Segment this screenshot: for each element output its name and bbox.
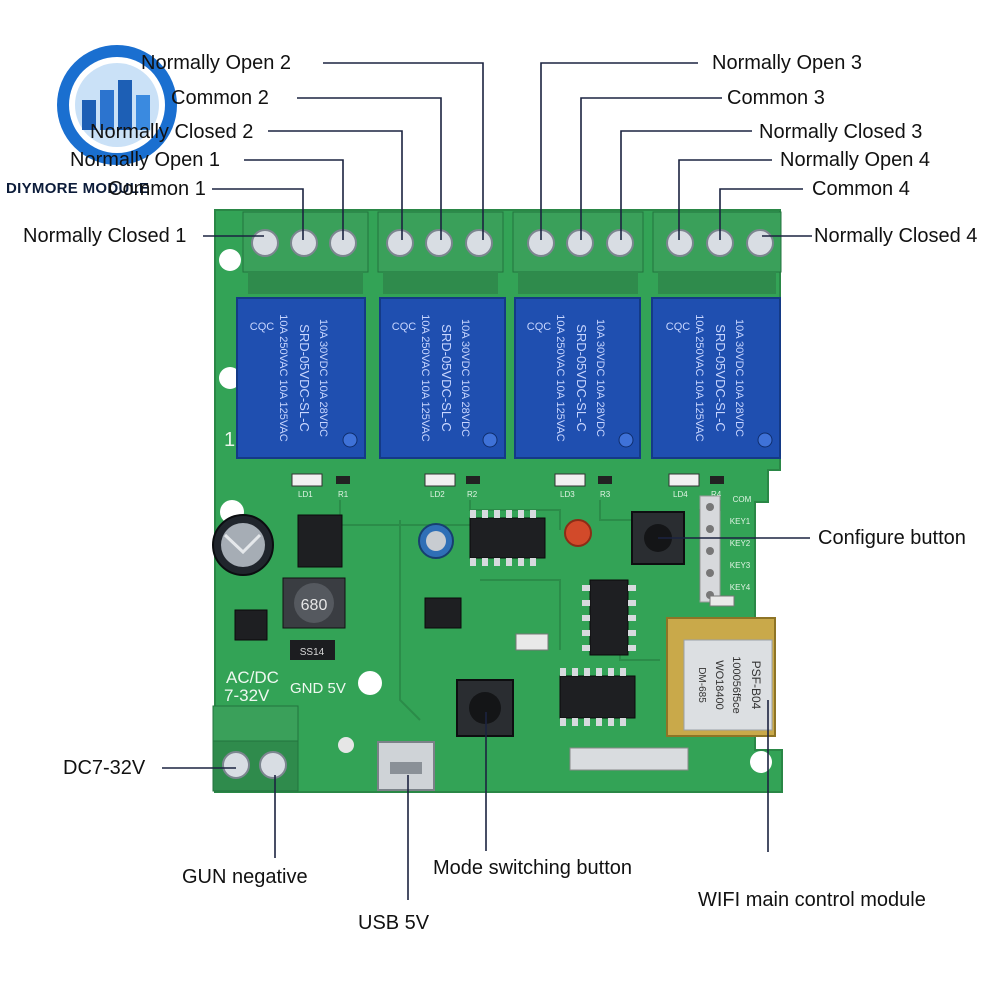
silk-voltage: 7-32V	[224, 686, 270, 705]
silk-key-label: KEY2	[730, 539, 751, 548]
silk-led-label: LD3	[560, 490, 575, 499]
module-text: DM-685	[696, 667, 707, 703]
silk-led-label: LD1	[298, 490, 313, 499]
mount-hole	[750, 751, 772, 773]
capacitor-small	[418, 523, 454, 559]
relay-model-text: SRD-05VDC-SL-C	[713, 324, 728, 432]
label-gun-negative: GUN negative	[182, 866, 308, 888]
mode-button-part	[456, 679, 514, 737]
header-pins: COM KEY1 KEY2 KEY3 KEY4	[699, 495, 752, 603]
relay-rating-text: 10A 250VAC 10A 125VAC	[693, 314, 705, 441]
label-normally-closed-4: Normally Closed 4	[814, 225, 978, 247]
relay-4: SRD-05VDC-SL-C 10A 250VAC 10A 125VAC 10A…	[651, 297, 781, 459]
relay-cert-text: CQC	[250, 321, 275, 333]
label-common-1: Common 1	[108, 178, 206, 200]
label-configure-button: Configure button	[818, 527, 966, 549]
relay-cert-text: CQC	[527, 321, 552, 333]
label-common-4: Common 4	[812, 178, 910, 200]
relay-model-text: SRD-05VDC-SL-C	[297, 324, 312, 432]
pad	[338, 737, 354, 753]
brand-name: DIYMORE MODULE	[6, 180, 150, 197]
relay-rating-text: 10A 30VDC 10A 28VDC	[317, 319, 329, 437]
silk-key-label: KEY4	[730, 583, 751, 592]
relay-3: SRD-05VDC-SL-C 10A 250VAC 10A 125VAC 10A…	[514, 297, 641, 459]
led-row: LD1 R1 LD2 R2 LD3 R3 LD4 R4	[291, 473, 724, 499]
diode-code: SS14	[300, 647, 325, 658]
mount-hole	[219, 249, 241, 271]
label-common-3: Common 3	[727, 87, 825, 109]
label-normally-open-4: Normally Open 4	[780, 149, 931, 171]
capacitor-large	[212, 514, 274, 576]
label-usb-5v: USB 5V	[358, 912, 430, 934]
silk-res-label: R3	[600, 490, 611, 499]
label-common-2: Common 2	[171, 87, 269, 109]
power-terminal	[212, 705, 299, 792]
terminal-block-3	[512, 211, 644, 294]
label-normally-open-3: Normally Open 3	[712, 52, 863, 74]
relay-rating-text: 10A 30VDC 10A 28VDC	[594, 319, 606, 437]
module-text: WO18400	[713, 660, 725, 710]
leader-lines	[162, 62, 812, 900]
diymore-logo-icon	[57, 45, 177, 165]
mount-hole	[358, 671, 382, 695]
inductor: 680	[282, 577, 346, 629]
relay-rating-text: 10A 30VDC 10A 28VDC	[459, 319, 471, 437]
ic-pins	[470, 510, 636, 726]
diode: SS14	[290, 640, 335, 660]
relay-model-text: SRD-05VDC-SL-C	[574, 324, 589, 432]
silk-key-label: KEY1	[730, 517, 751, 526]
silk-res-label: R1	[338, 490, 349, 499]
label-normally-closed-2: Normally Closed 2	[90, 121, 254, 143]
silk-one: 1	[224, 429, 235, 451]
relay-2: SRD-05VDC-SL-C 10A 250VAC 10A 125VAC 10A…	[379, 297, 506, 459]
ic-chips	[234, 514, 636, 719]
mount-hole	[219, 367, 241, 389]
label-dc-input: DC7-32V	[63, 757, 146, 779]
silk-acdc: AC/DC	[226, 668, 279, 687]
label-normally-closed-3: Normally Closed 3	[759, 121, 923, 143]
relay-rating-text: 10A 250VAC 10A 125VAC	[419, 314, 431, 441]
label-normally-open-1: Normally Open 1	[70, 149, 221, 171]
inductor-code: 680	[301, 597, 328, 614]
smd-part	[709, 595, 735, 607]
terminal-block-4	[652, 211, 782, 294]
module-text: PSF-B04	[749, 661, 763, 710]
label-mode-switching-button: Mode switching button	[433, 857, 633, 879]
smd-part	[569, 747, 689, 771]
smd-part	[515, 633, 549, 651]
module-text: 100056f5ce	[730, 656, 742, 714]
silk-led-label: LD4	[673, 490, 688, 499]
silk-com: COM	[733, 495, 752, 504]
terminal-block-1	[242, 211, 369, 294]
silk-led-label: LD2	[430, 490, 445, 499]
relay-cert-text: CQC	[666, 321, 691, 333]
red-led	[564, 519, 592, 547]
usb-port	[377, 741, 435, 791]
relay-rating-text: 10A 250VAC 10A 125VAC	[554, 314, 566, 441]
silk-key-label: KEY3	[730, 561, 751, 570]
silk-gnd: GND 5V	[290, 680, 346, 697]
relay-rating-text: 10A 250VAC 10A 125VAC	[277, 314, 289, 441]
relay-model-text: SRD-05VDC-SL-C	[439, 324, 454, 432]
relay-1: SRD-05VDC-SL-C 10A 250VAC 10A 125VAC 10A…	[236, 297, 366, 459]
label-normally-open-2: Normally Open 2	[141, 52, 292, 74]
silk-res-label: R2	[467, 490, 478, 499]
label-wifi-module: WIFI main control module	[698, 889, 926, 911]
label-normally-closed-1: Normally Closed 1	[23, 225, 187, 247]
wifi-module-part: PSF-B04 100056f5ce WO18400 DM-685	[666, 617, 776, 737]
relay-cert-text: CQC	[392, 321, 417, 333]
silk-res-label: R4	[711, 490, 722, 499]
relay-rating-text: 10A 30VDC 10A 28VDC	[733, 319, 745, 437]
